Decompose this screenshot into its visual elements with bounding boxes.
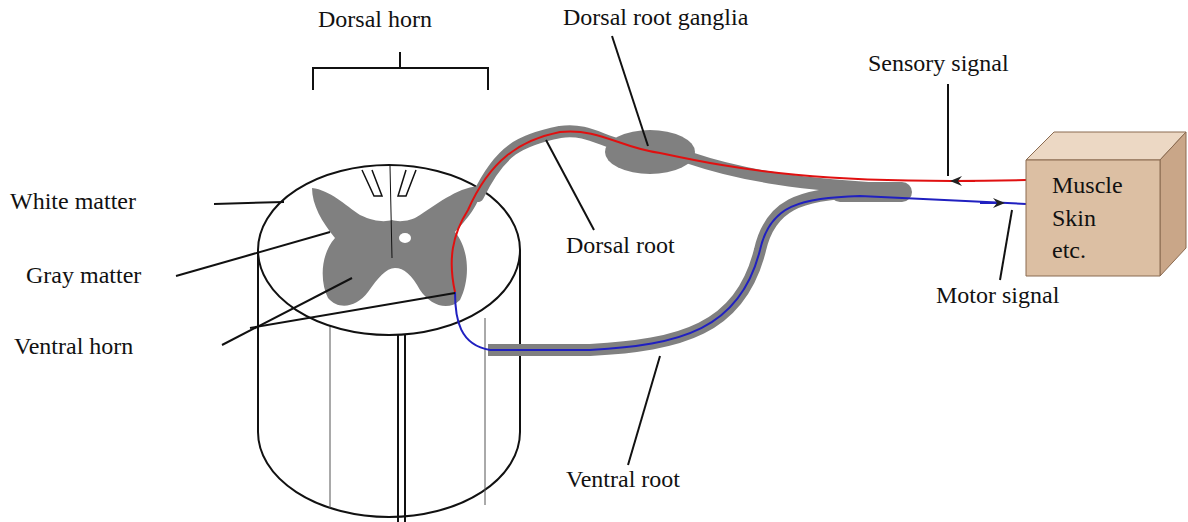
- part-label: Sensory signal: [868, 50, 1009, 78]
- part-label: Dorsal root: [566, 232, 675, 260]
- tissue-box: Muscle Skin etc.: [1020, 128, 1188, 280]
- part-label: Dorsal horn: [318, 6, 432, 34]
- part-label: Gray matter: [26, 262, 141, 290]
- box-text: Muscle Skin etc.: [1052, 169, 1134, 266]
- part-label: White matter: [10, 188, 136, 216]
- part-label: Ventral horn: [14, 333, 133, 361]
- part-label: Motor signal: [936, 282, 1059, 310]
- part-label: Dorsal root ganglia: [563, 4, 748, 32]
- part-label: Ventral root: [566, 466, 680, 494]
- box-outline: [1020, 128, 1188, 280]
